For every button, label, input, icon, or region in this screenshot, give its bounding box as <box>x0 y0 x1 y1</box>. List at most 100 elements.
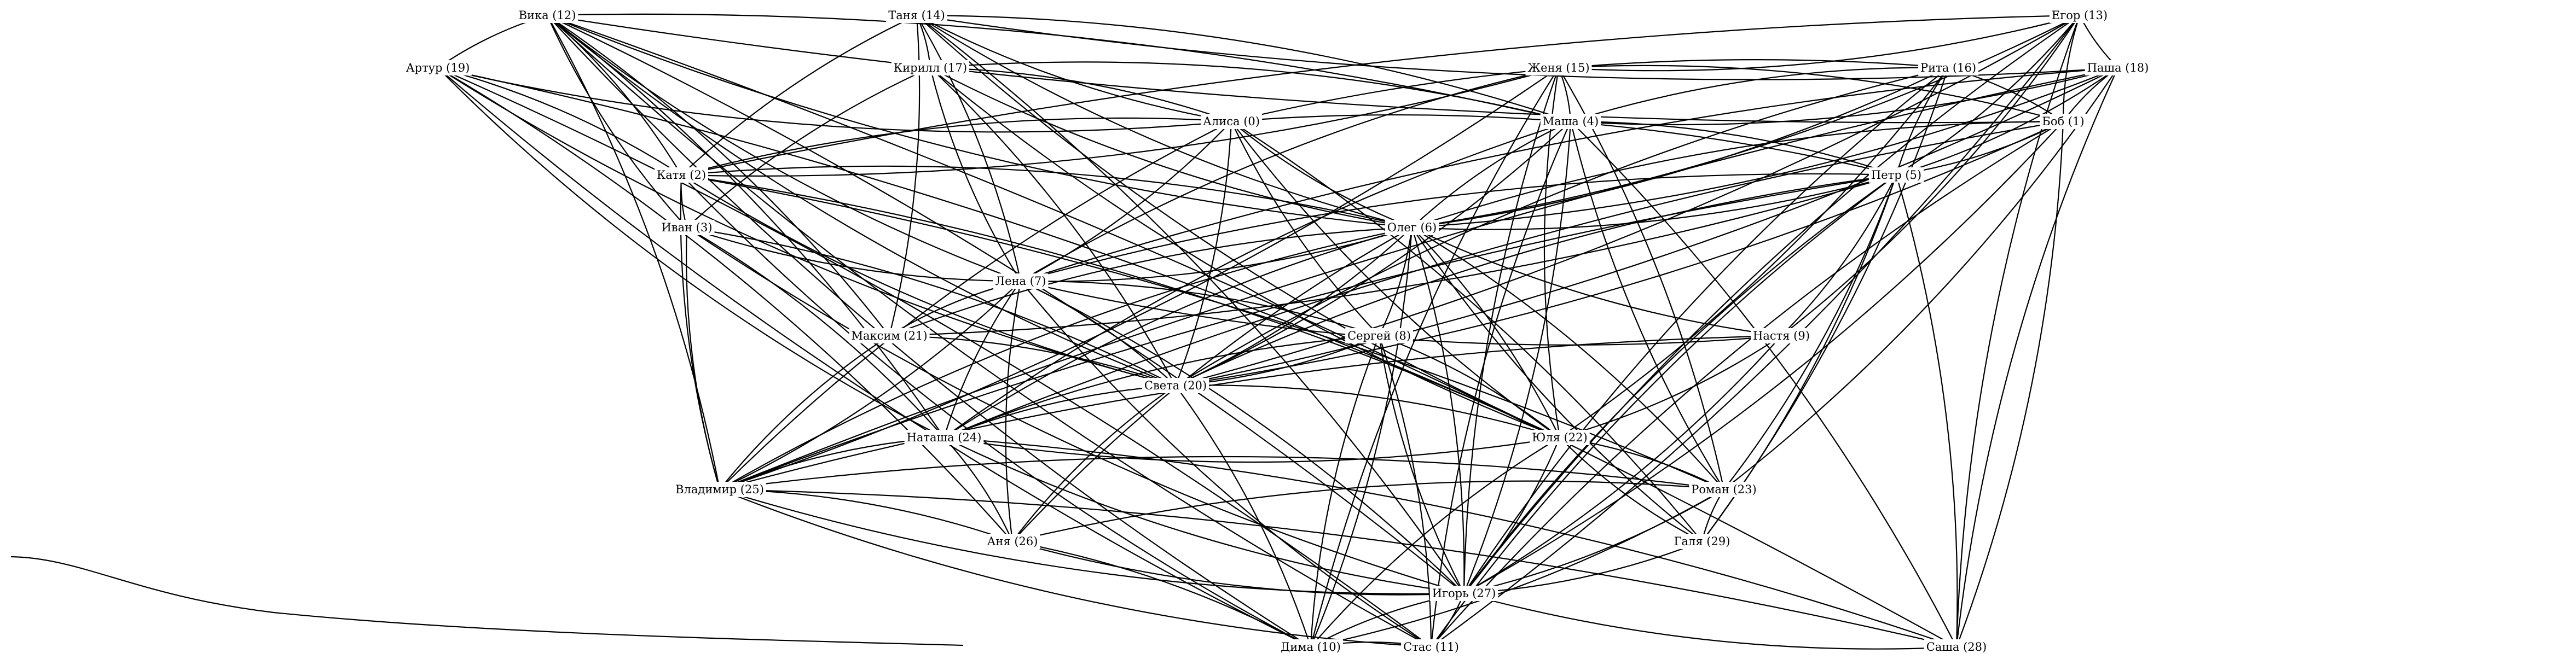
node-vladimir[interactable]: Владимир (25) <box>673 482 766 497</box>
node-artur[interactable]: Артур (19) <box>403 60 472 75</box>
node-label-background <box>1868 167 1924 183</box>
node-yulya[interactable]: Юля (22) <box>1530 430 1590 445</box>
node-lena[interactable]: Лена (7) <box>993 273 1049 289</box>
node-rita[interactable]: Рита (16) <box>1918 60 1979 75</box>
edge-sergey-natasha <box>943 335 1380 439</box>
node-label: Боб (1) <box>2042 115 2084 128</box>
edge-artur-katya <box>437 67 682 176</box>
edge-anya-igor <box>1012 540 1464 596</box>
edge-rita-petr <box>1895 67 1949 176</box>
edge-vika-ivan <box>546 15 687 228</box>
node-label: Игорь (27) <box>1432 587 1496 600</box>
edge-zhenya-lena <box>1020 67 1559 282</box>
edge-ivan-lena <box>686 226 1021 282</box>
node-tanya[interactable]: Таня (14) <box>886 8 947 23</box>
node-oleg[interactable]: Олег (6) <box>1385 220 1439 235</box>
edge-yulya-dima <box>1310 437 1560 648</box>
edge-natasha-anya <box>943 437 1014 542</box>
edge-oleg-dima <box>1310 227 1413 648</box>
edge-sveta-dima <box>1175 385 1312 648</box>
edge-yulya-igor <box>1463 437 1561 594</box>
node-label: Наташа (24) <box>907 431 982 444</box>
node-label: Рита (16) <box>1920 61 1976 74</box>
node-stas[interactable]: Стас (11) <box>1401 639 1461 655</box>
edge-oleg-yulya <box>1411 227 1560 438</box>
node-ivan[interactable]: Иван (3) <box>659 220 715 235</box>
edge-vika-sveta <box>547 15 1176 387</box>
edge-lena-stas <box>1020 281 1432 648</box>
edge-bob-sveta <box>1175 121 2064 387</box>
edge-alisa-lena <box>1020 121 1232 282</box>
edge-artur-dima <box>437 67 1311 648</box>
node-label: Сергей (8) <box>1347 329 1411 342</box>
edge-masha-igor <box>1463 121 1572 594</box>
node-galya[interactable]: Галя (29) <box>1671 534 1733 549</box>
node-nastya[interactable]: Настя (9) <box>1751 328 1812 343</box>
node-sasha[interactable]: Саша (28) <box>1924 639 1989 655</box>
edge-rita-masha <box>1570 67 1949 122</box>
node-maksim[interactable]: Максим (21) <box>849 328 930 343</box>
node-label-background <box>403 60 472 75</box>
edge-oleg-sergey <box>1379 227 1413 336</box>
node-label: Владимир (25) <box>675 483 764 496</box>
node-label-background <box>1201 114 1262 129</box>
node-label-background <box>1924 639 1989 655</box>
edge-alisa-sveta <box>1174 121 1232 386</box>
node-sergey[interactable]: Сергей (8) <box>1345 328 1413 343</box>
edge-egor-zhenya <box>1558 14 2080 72</box>
node-label: Катя (2) <box>657 168 706 182</box>
edge-zhenya-igor <box>1463 67 1560 594</box>
node-vika[interactable]: Вика (12) <box>516 8 578 23</box>
edge-rita-yulya <box>1559 67 1949 438</box>
node-label-background <box>985 534 1040 549</box>
node-label-background <box>1540 114 1601 129</box>
edge-artur-natasha <box>437 67 945 438</box>
node-kirill[interactable]: Кирилл (17) <box>891 60 970 75</box>
edge-masha-oleg <box>1411 121 1571 228</box>
node-pasha[interactable]: Паша (18) <box>2085 60 2151 75</box>
nodes-layer: Вика (12) Таня (14) Егор (13) Артур (19) Кир… <box>403 8 2151 655</box>
node-sveta[interactable]: Света (20) <box>1142 378 1209 393</box>
edge-zhenya-bob <box>1558 65 2064 122</box>
edge-oleg-nastya <box>1411 227 1782 337</box>
node-masha[interactable]: Маша (4) <box>1540 114 1601 129</box>
edge-nastya-vladimir <box>719 335 1782 491</box>
node-label-background <box>849 328 930 343</box>
edge-lena-vladimir <box>719 281 1021 490</box>
node-petr[interactable]: Петр (5) <box>1868 167 1924 183</box>
node-bob[interactable]: Боб (1) <box>2040 114 2087 129</box>
edge-lena-anya <box>1005 281 1022 542</box>
node-roman[interactable]: Роман (23) <box>1689 482 1759 497</box>
edges-layer <box>437 13 2118 650</box>
edge-tanya-pasha <box>916 14 2118 80</box>
node-label-background <box>904 430 984 445</box>
node-label: Роман (23) <box>1691 483 1756 496</box>
node-label: Олег (6) <box>1387 221 1437 234</box>
node-anya[interactable]: Аня (26) <box>985 534 1040 549</box>
node-label: Алиса (0) <box>1203 115 1260 128</box>
edge-lena-igor <box>1020 281 1464 594</box>
edge-masha-sasha <box>1570 121 1957 648</box>
node-label-background <box>2085 60 2151 75</box>
edge-oleg-roman <box>1411 227 1724 490</box>
node-label-background <box>1429 586 1498 601</box>
node-dima[interactable]: Дима (10) <box>1278 639 1343 655</box>
node-label-background <box>1918 60 1979 75</box>
edge-natasha-igor <box>943 437 1464 594</box>
edge-vladimir-stas <box>719 488 1432 648</box>
node-natasha[interactable]: Наташа (24) <box>904 430 984 445</box>
node-label: Егор (13) <box>2052 9 2108 22</box>
node-egor[interactable]: Егор (13) <box>2049 8 2110 23</box>
edge-petr-stas <box>1431 174 1897 648</box>
node-label-background <box>1671 534 1733 549</box>
node-zhenya[interactable]: Женя (15) <box>1525 60 1592 75</box>
edge-artur-anya <box>437 67 1013 542</box>
node-alisa[interactable]: Алиса (0) <box>1201 114 1262 129</box>
node-igor[interactable]: Игорь (27) <box>1429 586 1498 601</box>
edge-nastya-yulya <box>1559 335 1782 439</box>
node-katya[interactable]: Катя (2) <box>654 167 709 183</box>
edge-petr-sasha <box>1895 174 1958 648</box>
node-label: Таня (14) <box>888 9 945 22</box>
edge-tanya-oleg <box>916 15 1413 229</box>
